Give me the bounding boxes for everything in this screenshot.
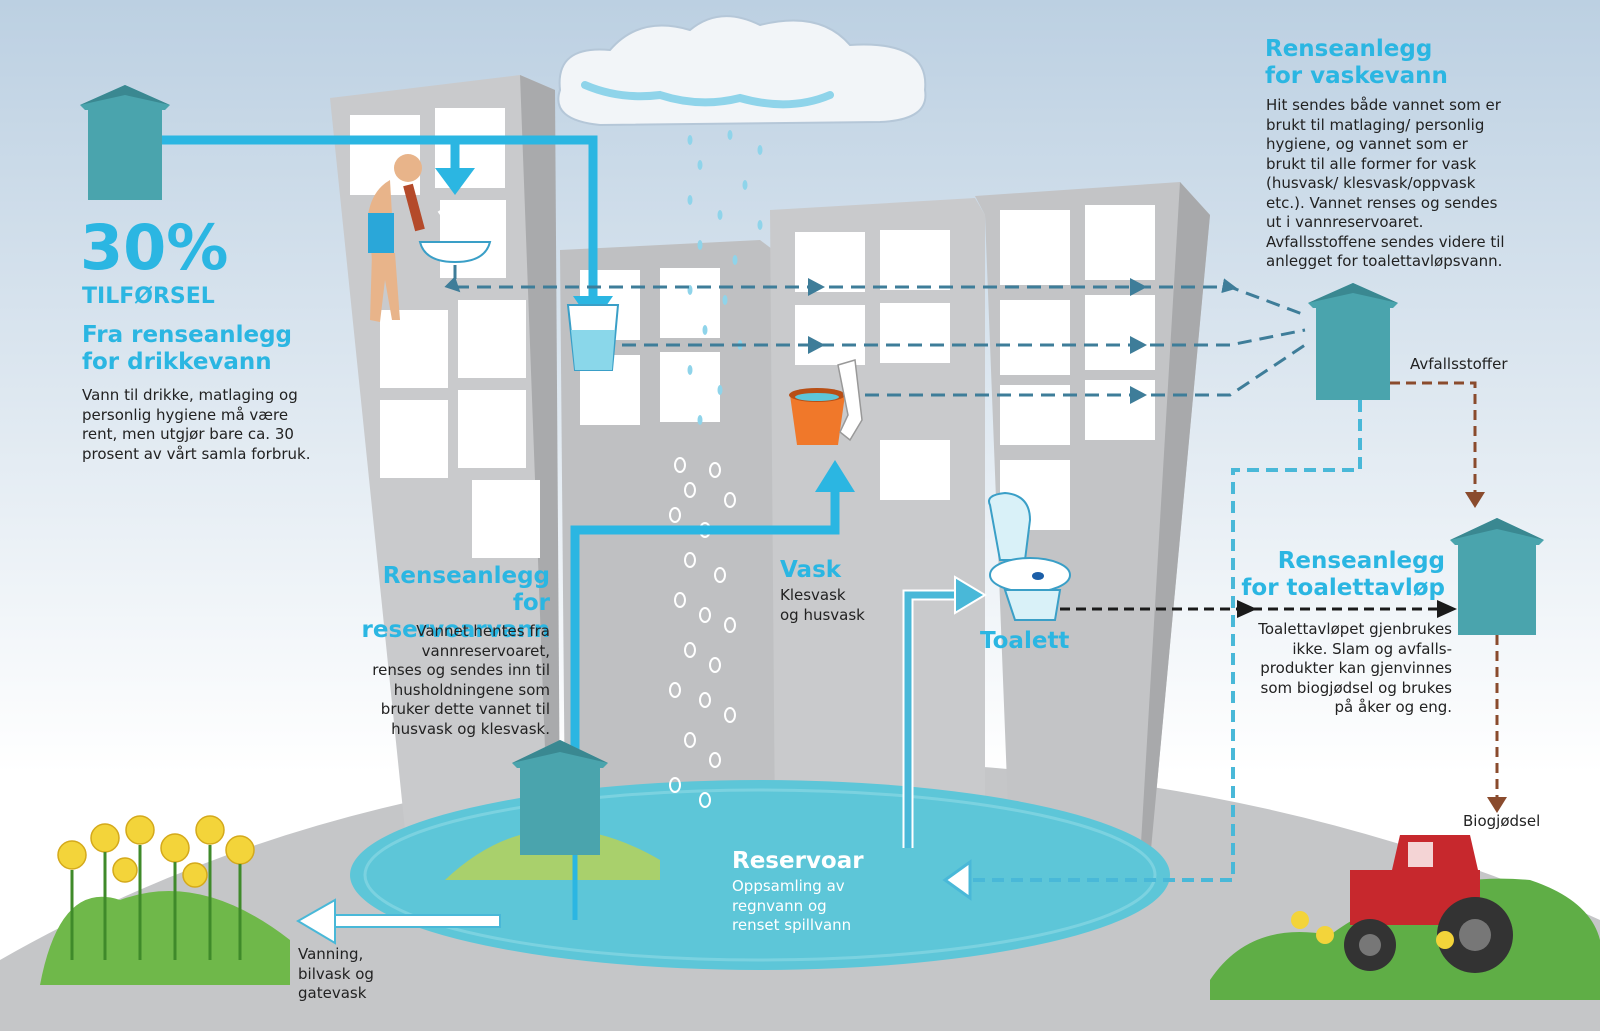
reservoir-water-pipe (570, 490, 840, 760)
reservoir-title: Reservoar (732, 848, 864, 874)
reservoir-plant-title: Renseanlegg for reservoarvann (361, 563, 551, 643)
irrigation-description: Vanning, bilvask og gatevask (298, 945, 374, 1002)
toilet-waste-plant-house-icon (1450, 518, 1544, 635)
arrow-to-toilet-icon (954, 575, 987, 615)
person-washing-icon (368, 154, 425, 322)
biofertilizer-label: Biogjødsel (1463, 812, 1541, 830)
arrow-down-to-tap-icon (435, 168, 475, 195)
toilet-plant-description: Toalettavløpet gjenbrukes ikke. Slam og … (1258, 620, 1452, 716)
intake-title: Fra renseanlegg for drikkevann (82, 322, 293, 375)
rain-drops (687, 130, 763, 425)
irrigation-arrow-icon (296, 898, 501, 945)
tap-and-basin-icon (418, 205, 492, 264)
intake-percent: 30% (80, 211, 229, 284)
drinking-water-pipe (162, 135, 598, 300)
reservoir-description: Oppsamling av regnvann og renset spillva… (732, 877, 852, 934)
arrow-up-to-bucket-icon (815, 460, 855, 492)
reservoir-plant-description: Vannet hentes fra vannreservoaret, rense… (372, 622, 550, 738)
tractor-icon (1210, 835, 1600, 1000)
sock-icon (837, 359, 863, 442)
falling-water-bubbles (669, 457, 736, 808)
waste-to-toilet-plant-line (1390, 381, 1499, 800)
wash-plant-description: Hit sendes både vannet som er brukt til … (1266, 96, 1505, 270)
wash-title: Vask (780, 557, 842, 583)
arrow-into-reservoir-icon (942, 859, 972, 901)
intake-description: Vann til drikke, matlaging og personlig … (82, 386, 311, 463)
flowers-icon (40, 815, 290, 985)
dashed-arrowheads (808, 278, 1147, 404)
wash-water-plant-house-icon (1308, 283, 1398, 400)
cloud-icon (557, 15, 927, 127)
water-glass-icon (566, 304, 620, 371)
toilet-plant-title: Renseanlegg for toalettavløp (1241, 548, 1445, 601)
wash-plant-title: Renseanlegg for vaskevann (1265, 36, 1448, 89)
toilet-icon (988, 491, 1071, 621)
toilet-title: Toalett (980, 628, 1070, 654)
intake-label: TILFØRSEL (82, 284, 215, 309)
waste-label: Avfallsstoffer (1410, 355, 1508, 373)
clean-water-return-line (970, 400, 1362, 882)
bucket-icon (789, 388, 845, 445)
building-center-right (770, 198, 985, 830)
drinking-water-plant-house-icon (80, 85, 170, 200)
wash-description: Klesvask og husvask (780, 586, 865, 624)
reservoir-plant-house-icon (512, 740, 608, 855)
